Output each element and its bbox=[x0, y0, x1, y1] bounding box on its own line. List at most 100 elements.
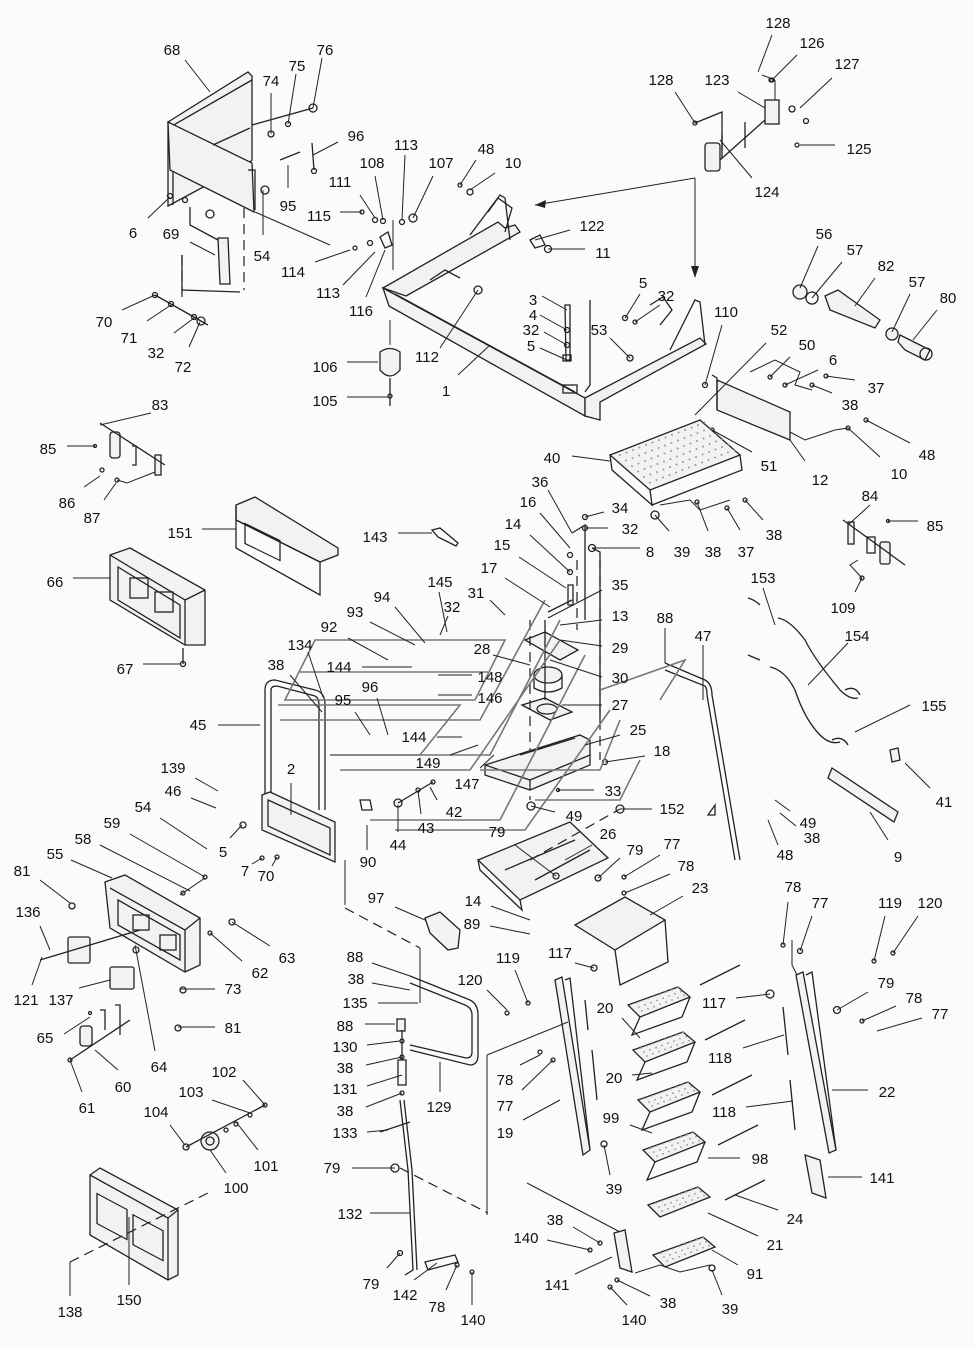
leader-line bbox=[584, 734, 621, 746]
leader-line bbox=[912, 309, 938, 341]
perforation-hole bbox=[676, 455, 678, 458]
callout-22: 22 bbox=[832, 1084, 895, 1101]
callout-85: 85 bbox=[40, 441, 95, 458]
callout-48: 48 bbox=[459, 141, 494, 186]
callout-26: 26 bbox=[564, 826, 616, 861]
perforation-hole bbox=[669, 466, 671, 468]
callout-95: 95 bbox=[335, 692, 371, 736]
part-number-label: 85 bbox=[927, 518, 944, 535]
callout-104: 104 bbox=[143, 1104, 186, 1146]
part-number-label: 77 bbox=[497, 1098, 514, 1115]
part-number-label: 38 bbox=[766, 527, 783, 544]
part-number-label: 86 bbox=[59, 495, 76, 512]
part-number-label: 72 bbox=[175, 359, 192, 376]
callout-79: 79 bbox=[324, 1160, 395, 1177]
leader-line bbox=[782, 901, 789, 946]
callout-32: 32 bbox=[634, 288, 674, 323]
callout-147: 147 bbox=[454, 754, 495, 793]
leader-line bbox=[719, 139, 753, 179]
part-number-label: 98 bbox=[752, 1151, 769, 1168]
leader-line bbox=[342, 251, 376, 286]
bracket-69 bbox=[181, 207, 241, 293]
callout-30: 30 bbox=[549, 659, 628, 687]
callout-78: 78 bbox=[782, 879, 801, 946]
part-number-label: 109 bbox=[830, 600, 855, 617]
callout-78: 78 bbox=[861, 990, 922, 1022]
perforation-hole bbox=[663, 452, 666, 455]
part-number-label: 76 bbox=[317, 42, 334, 59]
part-number-label: 20 bbox=[606, 1070, 623, 1087]
callout-139: 139 bbox=[160, 760, 219, 792]
part-number-label: 91 bbox=[747, 1266, 764, 1283]
perforation-hole bbox=[625, 451, 628, 454]
callout-120: 120 bbox=[892, 895, 943, 954]
leader-line bbox=[734, 1194, 779, 1211]
callout-32: 32 bbox=[523, 322, 568, 346]
part-number-label: 140 bbox=[513, 1230, 538, 1247]
callout-82: 82 bbox=[854, 258, 895, 307]
leader-line bbox=[799, 245, 819, 289]
callout-81: 81 bbox=[178, 1020, 241, 1037]
callout-38: 38 bbox=[337, 1092, 403, 1120]
step-tread bbox=[631, 1031, 697, 1082]
perforation-hole bbox=[644, 452, 647, 454]
perforation-hole bbox=[688, 458, 691, 461]
perforation-hole bbox=[695, 448, 698, 450]
leader-line bbox=[707, 1212, 759, 1237]
leader-line bbox=[417, 790, 422, 815]
callout-18: 18 bbox=[604, 743, 670, 763]
perforation-hole bbox=[625, 459, 627, 462]
callout-52: 52 bbox=[694, 322, 787, 416]
perforation-hole bbox=[631, 465, 633, 467]
leader-line bbox=[539, 512, 571, 549]
perforation-hole bbox=[689, 450, 691, 453]
leader-line bbox=[522, 1099, 561, 1121]
part-number-label: 32 bbox=[622, 521, 639, 538]
part-number-label: 12 bbox=[812, 472, 829, 489]
callout-143: 143 bbox=[362, 529, 432, 546]
callout-77: 77 bbox=[799, 895, 828, 952]
part-number-label: 71 bbox=[121, 330, 138, 347]
perforation-hole bbox=[638, 454, 640, 457]
part-number-label: 5 bbox=[639, 275, 647, 292]
part-number-label: 50 bbox=[799, 337, 816, 354]
perforation-hole bbox=[703, 429, 705, 432]
part-number-label: 25 bbox=[630, 722, 647, 739]
part-number-label: 70 bbox=[258, 868, 275, 885]
leader-line bbox=[354, 711, 371, 736]
callout-9: 9 bbox=[869, 811, 902, 866]
part-number-label: 24 bbox=[787, 1211, 804, 1228]
callout-133: 133 bbox=[332, 1125, 389, 1142]
part-number-label: 9 bbox=[894, 849, 902, 866]
part-number-label: 32 bbox=[148, 345, 165, 362]
part-number-label: 82 bbox=[878, 258, 895, 275]
perforation-hole bbox=[708, 451, 710, 453]
leader-line bbox=[69, 1059, 83, 1093]
part-number-label: 61 bbox=[79, 1100, 96, 1117]
leader-line bbox=[489, 599, 506, 616]
leader-line bbox=[543, 331, 568, 346]
callout-96: 96 bbox=[312, 128, 364, 156]
leader-line bbox=[190, 797, 217, 809]
bracket-143 bbox=[430, 527, 459, 547]
leader-line bbox=[876, 1017, 923, 1032]
leader-line bbox=[529, 534, 571, 573]
step-tread bbox=[651, 1236, 717, 1268]
part-number-label: 77 bbox=[932, 1006, 949, 1023]
callout-87: 87 bbox=[84, 482, 117, 527]
leader-line bbox=[194, 777, 219, 792]
part-number-label: 74 bbox=[263, 73, 280, 90]
part-number-label: 119 bbox=[496, 950, 520, 967]
part-number-label: 129 bbox=[426, 1099, 451, 1116]
leader-line bbox=[445, 1264, 458, 1291]
part-number-label: 126 bbox=[799, 35, 824, 52]
leader-line bbox=[744, 499, 764, 521]
pivot-assembly bbox=[792, 284, 933, 361]
part-number-label: 10 bbox=[891, 466, 908, 483]
callout-89: 89 bbox=[464, 916, 531, 935]
leader-line bbox=[366, 1129, 389, 1133]
perforation-hole bbox=[688, 466, 690, 469]
perforation-hole bbox=[703, 421, 706, 424]
leader-line bbox=[374, 175, 384, 221]
leader-line bbox=[873, 915, 886, 962]
